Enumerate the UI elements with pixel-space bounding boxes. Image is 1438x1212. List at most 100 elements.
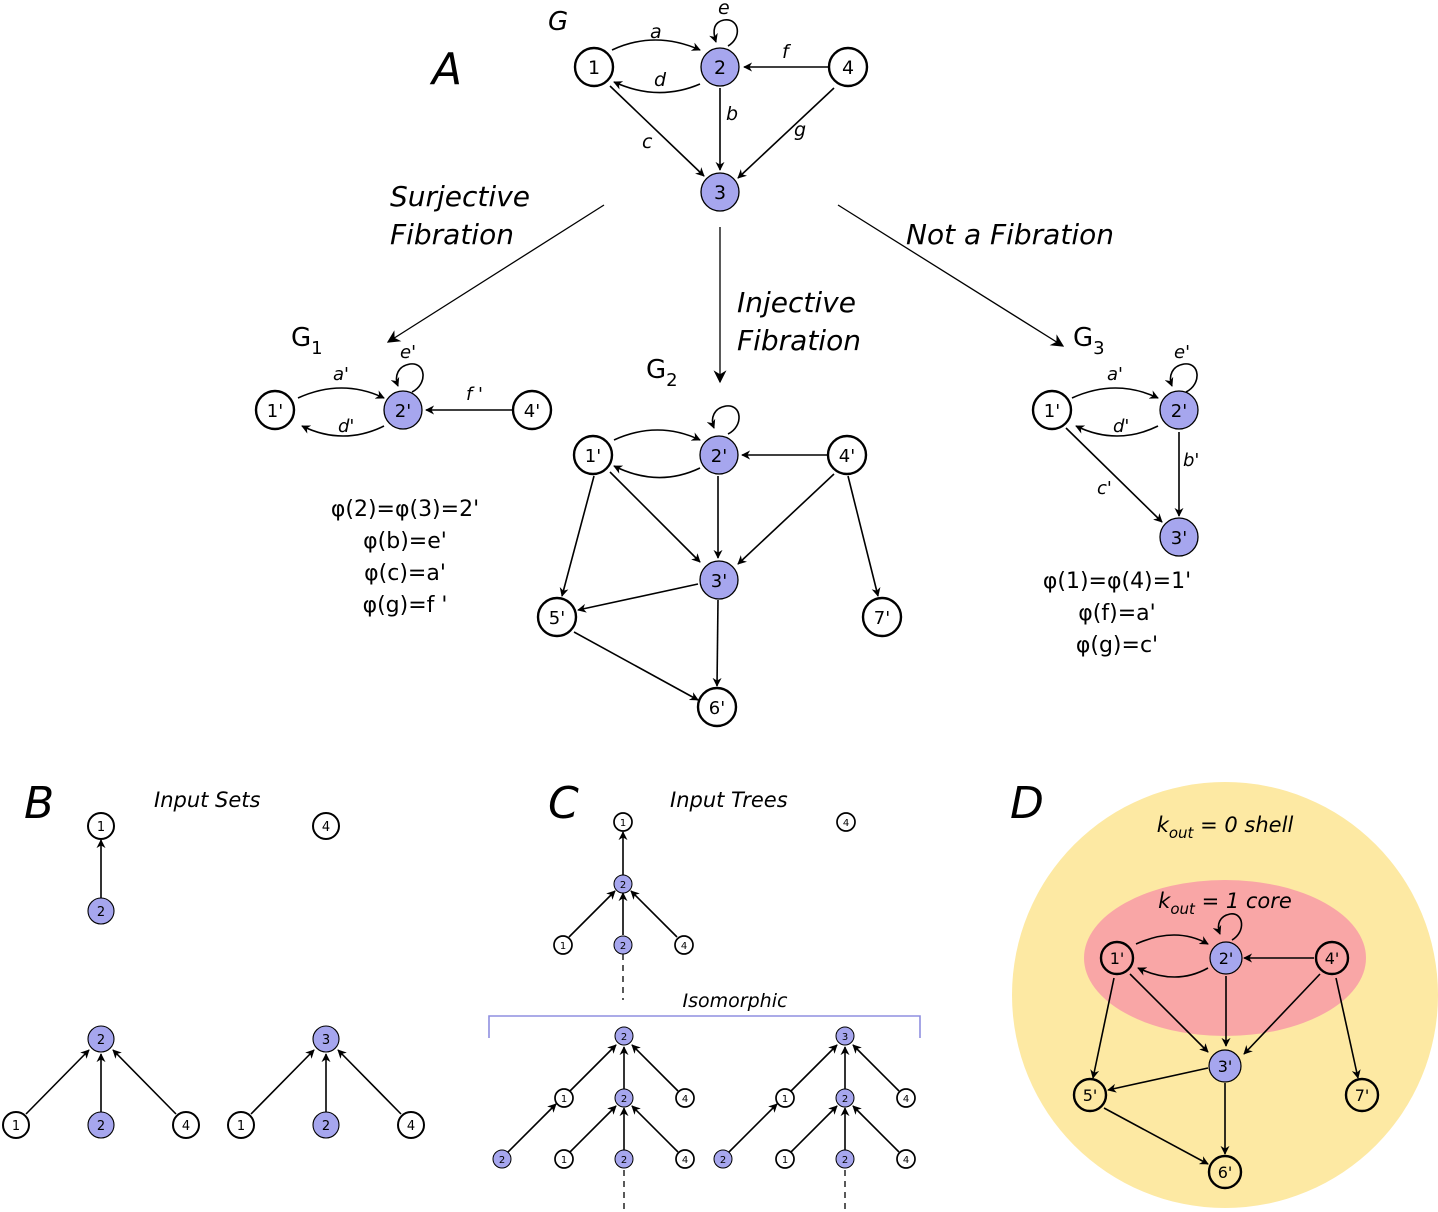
svg-text:4: 4 — [842, 57, 854, 79]
tree1-node-1: 1 — [613, 812, 633, 832]
svg-text:3': 3' — [1218, 1057, 1233, 1076]
d-edge-4-7 — [1335, 977, 1361, 1079]
g2-edge-5-6 — [573, 631, 699, 701]
svg-text:7': 7' — [1355, 1086, 1370, 1105]
shell-label: kout = 0 shell — [1157, 813, 1294, 842]
svg-text:6': 6' — [1218, 1163, 1233, 1182]
d-node-1: 1' — [1099, 940, 1135, 976]
tree3-l2: 1 — [775, 1149, 795, 1169]
svg-text:2': 2' — [395, 401, 411, 422]
tree3-e5 — [790, 1105, 838, 1153]
isomorphic-bracket — [488, 1015, 921, 1038]
tree3-n2: 2 — [835, 1088, 855, 1108]
tree2-n2: 2 — [614, 1088, 634, 1108]
d-edge-4-3 — [1243, 973, 1321, 1055]
tree2-l2: 1 — [554, 1149, 574, 1169]
d-node-5: 5' — [1072, 1077, 1108, 1113]
svg-text:4': 4' — [1325, 949, 1340, 968]
tree2-e4 — [507, 1103, 557, 1153]
edge-label-d-prime: d' — [338, 416, 354, 437]
node-g2-7: 7' — [861, 596, 903, 638]
panel-a: A G a e d f b c g 1 2 4 3 Surjecti — [254, 0, 1199, 728]
node-g2-5: 5' — [536, 596, 578, 638]
tree2-l3: 2 — [614, 1149, 634, 1169]
graph-g3-label: G3 — [1073, 323, 1105, 359]
d-node-7: 7' — [1344, 1077, 1380, 1113]
d-edge-1-5 — [1090, 977, 1115, 1079]
svg-text:3: 3 — [714, 182, 726, 204]
edge-a — [611, 39, 701, 51]
tree3-l1: 2 — [713, 1149, 733, 1169]
g2-edge-2-1 — [613, 465, 701, 479]
svg-text:1: 1 — [97, 820, 105, 835]
g3-edge-e-prime-loop — [1164, 363, 1198, 393]
graph-g: G a e d f b c g 1 2 4 3 — [548, 0, 869, 212]
svg-text:7': 7' — [874, 608, 890, 629]
node-1: 1 — [573, 46, 615, 88]
phi-g3-line-2: φ(f)=a' — [1078, 601, 1155, 626]
injective-label-1: Injective — [737, 286, 856, 319]
tree3-e7 — [852, 1105, 900, 1153]
node-2-prime: 2' — [383, 390, 423, 430]
svg-text:4': 4' — [524, 401, 540, 422]
svg-text:1': 1' — [1044, 401, 1060, 422]
edge-label-b: b — [726, 103, 738, 125]
graph-g3: G3 a' e' d' b' c' 1' 2' 3' φ(1)=φ(4)=1' … — [1031, 323, 1199, 658]
g3-label-a-prime: a' — [1107, 364, 1123, 385]
svg-text:2': 2' — [1219, 949, 1234, 968]
edge-d — [613, 81, 701, 94]
edge-label-f: f — [782, 41, 792, 63]
set4-node-4: 4 — [312, 812, 340, 840]
svg-text:4: 4 — [682, 1155, 688, 1166]
edge-a-prime — [297, 387, 385, 399]
svg-text:4: 4 — [903, 1155, 909, 1166]
node-g2-1: 1' — [572, 434, 614, 476]
svg-text:6': 6' — [709, 698, 725, 719]
tree2-e5 — [569, 1105, 617, 1153]
svg-text:2: 2 — [621, 1094, 627, 1105]
svg-text:1: 1 — [12, 1119, 20, 1134]
d-edge-1-2 — [1135, 934, 1209, 945]
svg-text:2: 2 — [322, 1119, 330, 1134]
svg-text:4: 4 — [843, 818, 849, 829]
g2-edge-3-6 — [712, 599, 722, 687]
phi-g1-line-2: φ(b)=e' — [363, 529, 447, 554]
set2-root: 2 — [87, 1025, 115, 1053]
phi-g1-line-3: φ(c)=a' — [364, 561, 446, 586]
svg-text:2: 2 — [714, 57, 726, 79]
svg-text:1: 1 — [561, 1094, 567, 1105]
d-edge-3-5 — [1107, 1067, 1209, 1093]
g3-label-e-prime: e' — [1174, 342, 1190, 363]
tree1-edge-4-2 — [630, 890, 678, 938]
phi-g3-line-1: φ(1)=φ(4)=1' — [1043, 569, 1191, 594]
svg-text:2: 2 — [97, 1033, 105, 1048]
phi-g3-line-3: φ(g)=c' — [1076, 633, 1158, 658]
set2-leaf-1: 1 — [2, 1111, 30, 1139]
phi-g1-line-1: φ(2)=φ(3)=2' — [331, 497, 479, 522]
panel-b: B Input Sets 1 2 4 2 1 2 4 3 1 2 4 — [2, 778, 425, 1139]
tree3-e3 — [852, 1044, 900, 1092]
set3-root: 3 — [312, 1025, 340, 1053]
svg-text:4: 4 — [682, 1094, 688, 1105]
tree3-l4: 4 — [896, 1149, 916, 1169]
svg-text:4: 4 — [407, 1119, 415, 1134]
svg-text:4': 4' — [839, 446, 855, 467]
g3-edge-c-prime — [1065, 427, 1163, 523]
tree2-e3 — [631, 1044, 679, 1092]
svg-text:4: 4 — [322, 820, 330, 835]
svg-text:2: 2 — [621, 1155, 627, 1166]
set1-node-2: 2 — [87, 897, 115, 925]
svg-text:2: 2 — [97, 1119, 105, 1134]
set2-leaf-2: 2 — [87, 1111, 115, 1139]
set3-edge-4 — [337, 1049, 402, 1115]
svg-text:2: 2 — [842, 1155, 848, 1166]
graph-g1: G1 a' e' d' f ' 1' 2' 4' φ(2)=φ(3)=2' φ(… — [254, 323, 553, 618]
panel-d-label: D — [1010, 778, 1044, 829]
d-node-4: 4' — [1314, 940, 1350, 976]
tree3-l3: 2 — [835, 1149, 855, 1169]
d-edge-2-1 — [1137, 967, 1209, 978]
tree1-leaf-1: 1 — [553, 935, 573, 955]
set1-node-1: 1 — [87, 812, 115, 840]
set2-edge-4 — [112, 1049, 177, 1115]
svg-text:1: 1 — [782, 1155, 788, 1166]
